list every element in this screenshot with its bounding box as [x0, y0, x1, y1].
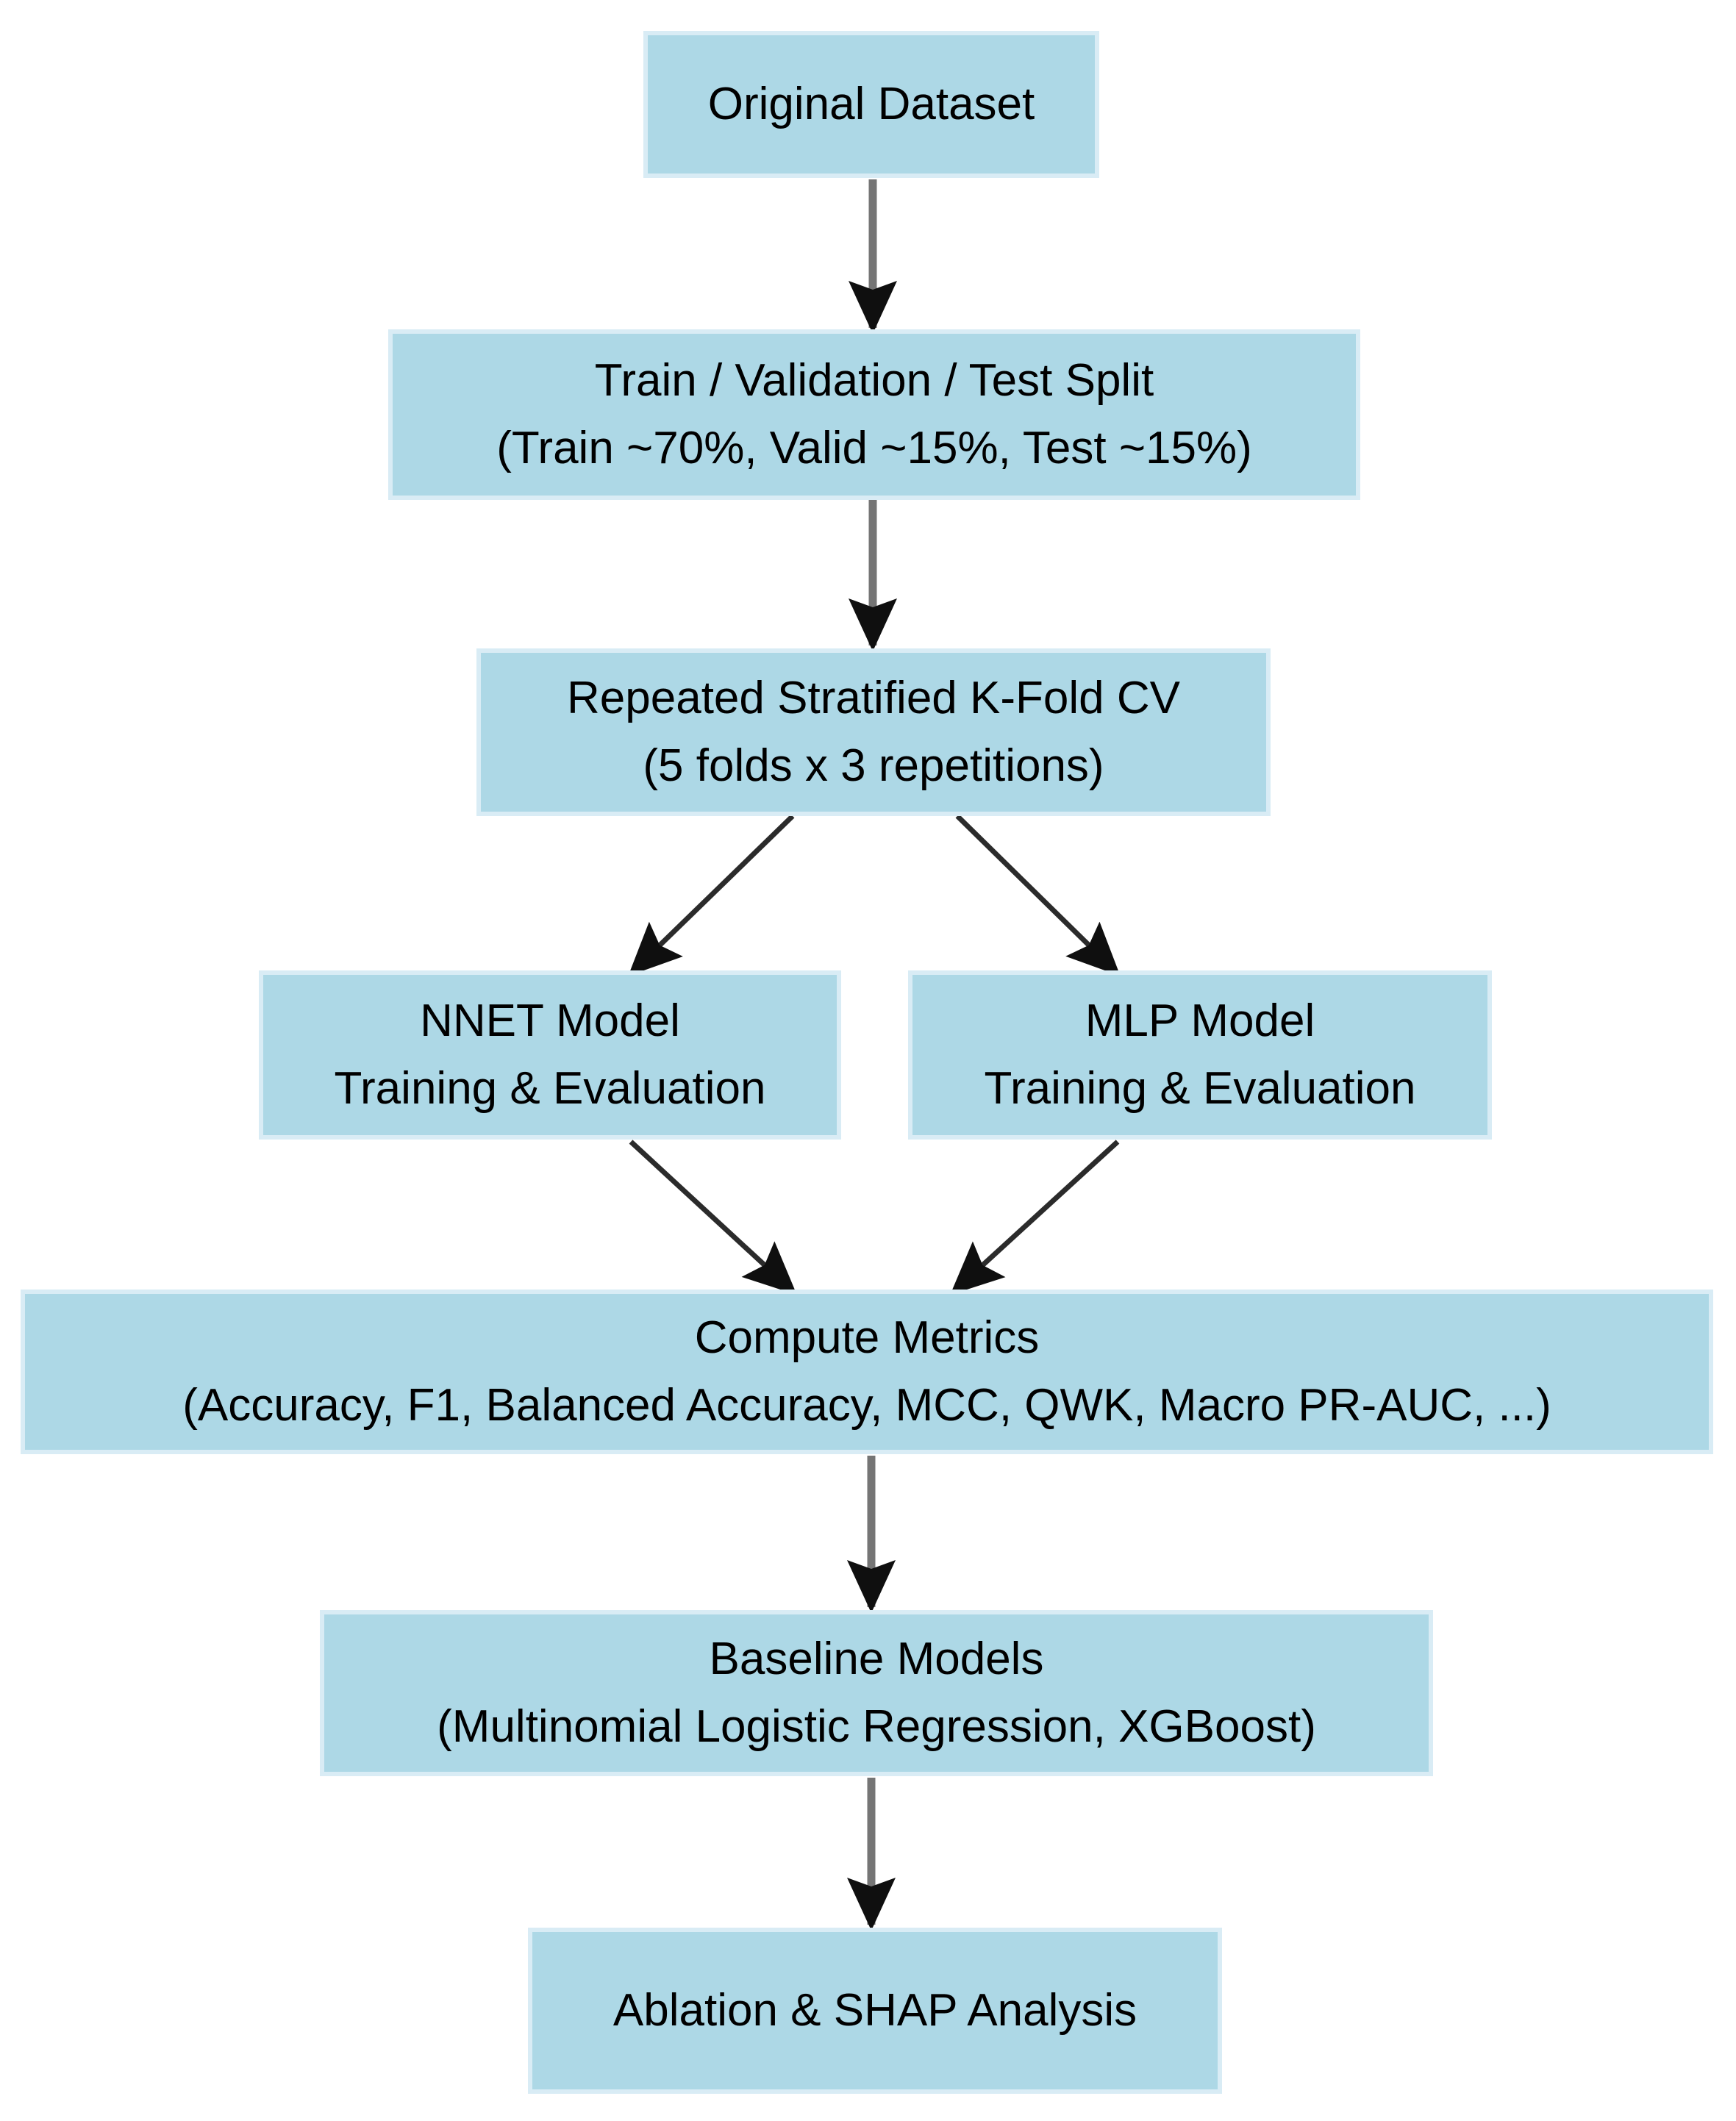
node-mlp-model: MLP Model Training & Evaluation — [908, 970, 1492, 1140]
node-title: Ablation & SHAP Analysis — [612, 1985, 1137, 2036]
node-baseline-models: Baseline Models (Multinomial Logistic Re… — [320, 1610, 1433, 1776]
node-title: NNET Model — [420, 995, 680, 1046]
node-subtitle: Training & Evaluation — [984, 1063, 1416, 1114]
arrow-mlp-to-metrics — [950, 1140, 1120, 1295]
node-subtitle: (Train ~70%, Valid ~15%, Test ~15%) — [496, 423, 1252, 473]
node-train-valid-test-split: Train / Validation / Test Split (Train ~… — [388, 329, 1360, 500]
node-repeated-stratified-kfold-cv: Repeated Stratified K-Fold CV (5 folds x… — [476, 648, 1271, 816]
node-subtitle: (Multinomial Logistic Regression, XGBoos… — [437, 1701, 1316, 1752]
arrow-kfold-to-nnet — [628, 814, 795, 976]
node-title: MLP Model — [1085, 995, 1315, 1046]
node-subtitle: (5 folds x 3 repetitions) — [643, 740, 1104, 791]
node-original-dataset: Original Dataset — [643, 31, 1099, 178]
node-compute-metrics: Compute Metrics (Accuracy, F1, Balanced … — [21, 1290, 1713, 1454]
node-title: Train / Validation / Test Split — [594, 355, 1154, 406]
node-title: Baseline Models — [709, 1634, 1044, 1684]
node-ablation-shap-analysis: Ablation & SHAP Analysis — [528, 1928, 1222, 2094]
node-nnet-model: NNET Model Training & Evaluation — [259, 970, 841, 1140]
arrow-kfold-to-mlp — [955, 814, 1121, 976]
arrow-nnet-to-metrics — [629, 1140, 797, 1295]
node-subtitle: (Accuracy, F1, Balanced Accuracy, MCC, Q… — [182, 1380, 1551, 1431]
node-title: Repeated Stratified K-Fold CV — [567, 673, 1180, 723]
node-title: Compute Metrics — [694, 1312, 1040, 1363]
node-subtitle: Training & Evaluation — [334, 1063, 766, 1114]
node-title: Original Dataset — [707, 79, 1035, 129]
